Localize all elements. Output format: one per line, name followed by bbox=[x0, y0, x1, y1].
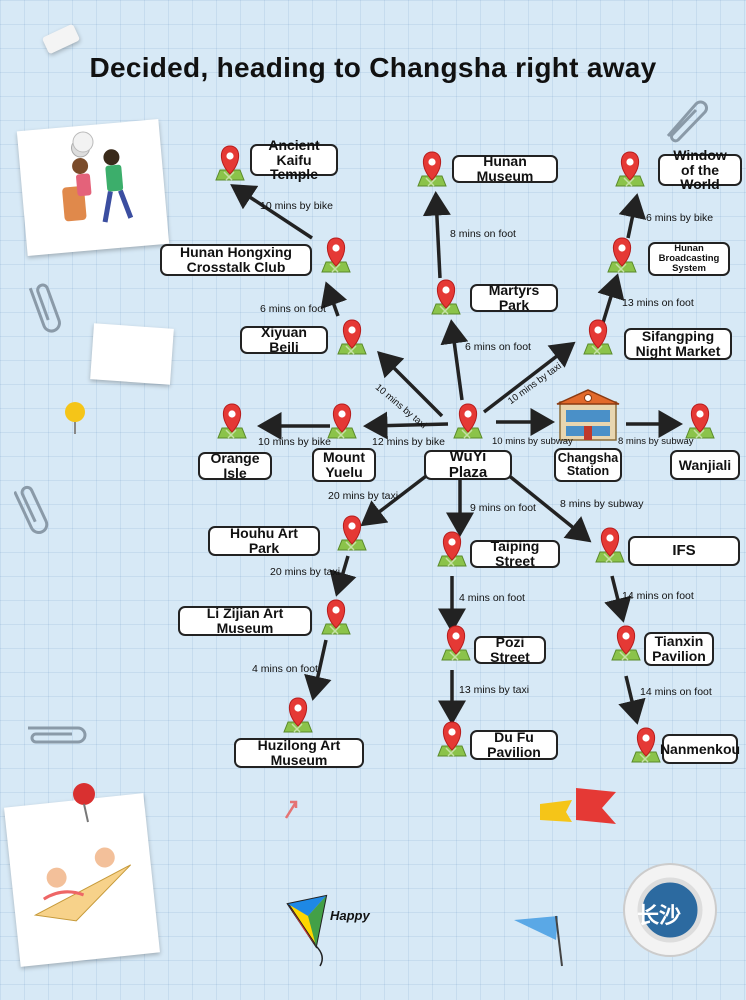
place-taiping-street: Taiping Street bbox=[470, 539, 560, 568]
map-pin-icon bbox=[595, 527, 625, 563]
map-pin-icon bbox=[417, 151, 447, 187]
place-wanjiali: Wanjiali bbox=[670, 450, 740, 480]
place-wuyi-plaza: WuYi Plaza bbox=[424, 449, 512, 480]
place-sifangping-night-market: Sifangping Night Market bbox=[624, 328, 732, 360]
route-label: 20 mins by taxi bbox=[328, 490, 399, 502]
arrow-martyrs-museum bbox=[422, 191, 451, 279]
map-pin-icon bbox=[217, 403, 247, 439]
arrow-broadcasting-window bbox=[618, 193, 647, 239]
map-pin-icon bbox=[283, 697, 313, 733]
route-label: 20 mins by taxi bbox=[270, 566, 341, 578]
map-pin-icon bbox=[453, 403, 483, 439]
place-xiyuan-beili: Xiyuan Beili bbox=[240, 325, 328, 354]
arrow-xiyuan-hongxing bbox=[320, 281, 348, 317]
route-label: 14 mins on foot bbox=[640, 686, 712, 698]
route-label: 6 mins on foot bbox=[260, 303, 326, 315]
map-pin-icon bbox=[321, 599, 351, 635]
map-pin-icon bbox=[631, 727, 661, 763]
route-label: 8 mins by subway bbox=[618, 436, 694, 447]
arrow-wuyi-ifs bbox=[500, 468, 592, 543]
red-pushpin-icon bbox=[73, 783, 95, 823]
arrow-houhu-lizijian bbox=[329, 555, 357, 597]
route-label: 6 mins by bike bbox=[646, 212, 714, 224]
arrow-sifangping-broadcasting bbox=[597, 273, 625, 327]
arrow-wuyi-sifangping bbox=[482, 341, 576, 414]
arrow-wuyi-xiyuan bbox=[377, 351, 444, 418]
paperclip-icon bbox=[666, 100, 708, 143]
page-title: Decided, heading to Changsha right away bbox=[89, 52, 657, 83]
arrow-wuyi-yuelu bbox=[363, 411, 449, 440]
route-label: 13 mins by taxi bbox=[459, 684, 530, 696]
route-label: 12 mins by bike bbox=[372, 436, 445, 448]
arrow-hongxing-kaifu bbox=[230, 184, 313, 240]
flags-icon bbox=[540, 788, 616, 824]
route-label: 10 mins by bike bbox=[260, 200, 333, 212]
route-label: 4 mins on foot bbox=[252, 663, 318, 675]
map-pin-icon bbox=[327, 403, 357, 439]
map-pin-icon bbox=[441, 625, 471, 661]
yellow-pushpin-icon bbox=[65, 402, 85, 434]
place-nanmenkou: Nanmenkou bbox=[660, 734, 740, 764]
arrow-tianxin-nanmenkou bbox=[618, 675, 646, 725]
doodle-note bbox=[4, 793, 160, 967]
route-label: 8 mins by subway bbox=[560, 498, 644, 510]
place-houhu-art-park: Houhu Art Park bbox=[208, 526, 320, 556]
route-label: 4 mins on foot bbox=[459, 592, 525, 604]
paperclip-icon bbox=[28, 726, 87, 744]
white-pushpin-icon bbox=[72, 131, 94, 153]
map-pin-icon bbox=[321, 237, 351, 273]
route-label: 8 mins on foot bbox=[450, 228, 516, 240]
arrow-wuyi-houhu bbox=[360, 468, 436, 527]
place-orange-isle: Orange Isle bbox=[198, 451, 272, 480]
small-arrow-icon bbox=[284, 800, 298, 819]
arrow-ifs-tianxin bbox=[604, 575, 632, 623]
place-tianxin-pavilion: Tianxin Pavilion bbox=[644, 632, 714, 666]
route-label: 10 mins by bike bbox=[258, 436, 331, 448]
map-pin-icon bbox=[337, 515, 367, 551]
travelers-illustration-icon bbox=[62, 138, 134, 223]
map-pin-icon bbox=[611, 625, 641, 661]
place-martyrs-park: Martyrs Park bbox=[470, 283, 558, 312]
place-ifs: IFS bbox=[628, 536, 740, 566]
map-pin-icon bbox=[607, 237, 637, 273]
map-pin-icon bbox=[337, 319, 367, 355]
train-station-icon bbox=[556, 389, 620, 441]
tape-roll-icon bbox=[623, 863, 717, 957]
map-pin-icon bbox=[431, 279, 461, 315]
map-pin-icon bbox=[437, 721, 467, 757]
map-pin-icon bbox=[215, 145, 245, 181]
arrow-wuyi-martyrs bbox=[440, 319, 469, 401]
route-label: 9 mins on foot bbox=[470, 502, 536, 514]
place-hunan-hongxing-crosstalk-club: Hunan Hongxing Crosstalk Club bbox=[160, 244, 312, 276]
paperclip-icon bbox=[14, 485, 49, 534]
map-pin-icon bbox=[685, 403, 715, 439]
place-li-zijian-art-museum: Li Zijian Art Museum bbox=[178, 606, 312, 636]
kite-text: Happy bbox=[330, 908, 370, 923]
place-pozi-street: Pozi Street bbox=[474, 635, 546, 664]
route-label: 14 mins on foot bbox=[622, 590, 694, 602]
map-pin-icon bbox=[583, 319, 613, 355]
arrow-lizijian-huzilong bbox=[304, 639, 332, 701]
place-hunan-broadcasting-system: Hunan Broadcasting System bbox=[648, 242, 730, 276]
paperclip-icon bbox=[28, 283, 61, 333]
kids-paper-plane-icon bbox=[33, 847, 132, 922]
place-changsha-station: Changsha Station bbox=[554, 448, 622, 482]
place-du-fu-pavilion: Du Fu Pavilion bbox=[470, 730, 558, 760]
place-ancient-kaifu-temple: Ancient Kaifu Temple bbox=[250, 138, 338, 182]
route-arrows bbox=[230, 184, 683, 725]
place-huzilong-art-museum: Huzilong Art Museum bbox=[234, 738, 364, 768]
kite-icon bbox=[286, 894, 328, 967]
tape-label: 长沙 bbox=[637, 904, 682, 929]
photo-note-travelers bbox=[16, 119, 170, 256]
blue-flag-icon bbox=[514, 915, 563, 967]
route-label: 6 mins on foot bbox=[465, 341, 531, 353]
map-pin-icon bbox=[437, 531, 467, 567]
place-window-of-the-world: Window of the World bbox=[658, 148, 742, 192]
place-hunan-museum: Hunan Museum bbox=[452, 154, 558, 183]
route-label: 10 mins by subway bbox=[492, 436, 573, 447]
map-pin-icon bbox=[615, 151, 645, 187]
route-label: 13 mins on foot bbox=[622, 297, 694, 309]
place-mount-yuelu: Mount Yuelu bbox=[312, 448, 376, 482]
